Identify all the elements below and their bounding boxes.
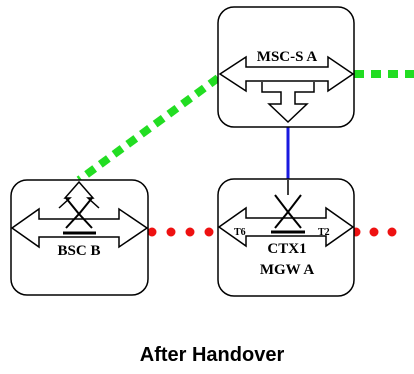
diagram-caption: After Handover [140, 344, 285, 366]
mgw-label-name: MGW A [260, 262, 314, 278]
msc-s-node: MSC-S A [217, 6, 355, 128]
double-arrow-icon [10, 207, 149, 249]
down-arrow-icon [261, 82, 315, 124]
green-dashed-link-msc-to-bsc [76, 74, 221, 184]
port-t6-label: T6 [234, 227, 246, 238]
switch-icon [63, 197, 96, 235]
double-arrow-icon [218, 55, 355, 93]
switch-icon [271, 180, 305, 234]
mgw-label-ctx: CTX1 [267, 241, 306, 257]
port-t2-label: T2 [318, 227, 330, 238]
bsc-node: BSC B [10, 179, 149, 296]
double-arrow-icon [217, 206, 355, 248]
mgw-node: T6 T2 CTX1 MGW A [217, 178, 355, 297]
mgw-box [217, 178, 355, 297]
msc-s-label: MSC-S A [257, 49, 318, 65]
bsc-label: BSC B [58, 243, 101, 259]
